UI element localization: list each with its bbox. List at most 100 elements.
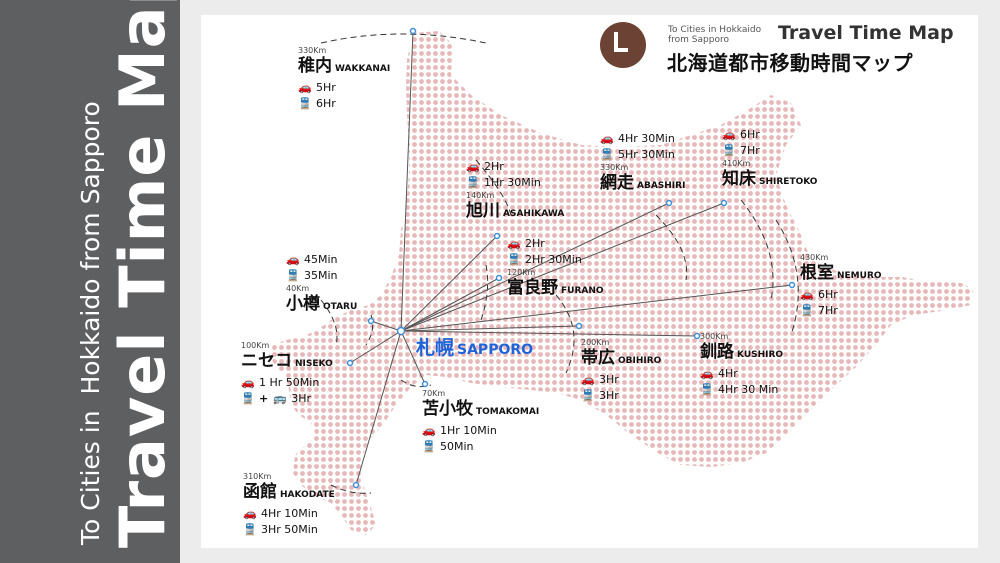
- car-time-row: 🚗4Hr: [700, 366, 783, 382]
- city-name-jp: ニセコ: [241, 351, 292, 371]
- car-time-row: 🚗 4Hr 10Min: [243, 506, 335, 522]
- city-name-jp: 根室: [800, 263, 834, 283]
- header-title-jp: 北海道都市移動時間マップ: [667, 51, 913, 75]
- marker-asahikawa[interactable]: [493, 232, 501, 240]
- car-time-row: 🚗45Min: [286, 252, 357, 268]
- marker-hakodate[interactable]: [352, 481, 360, 489]
- marker-sapporo[interactable]: [396, 326, 406, 336]
- city-name-jp: 稚内: [298, 56, 332, 76]
- train-time-row: 🚆3Hr 50Min: [243, 522, 335, 538]
- train-time-row: 🚆50Min: [422, 439, 539, 455]
- distance-label: 300Km: [700, 332, 729, 341]
- train-time: 2Hr 30Min: [525, 253, 582, 266]
- train-time-row: 🚆+🚌3Hr: [241, 391, 333, 407]
- car-icon: 🚗: [422, 424, 436, 437]
- car-time-row: 🚗 3Hr: [581, 372, 661, 388]
- train-icon: 🚆: [722, 144, 736, 157]
- city-name-jp: 旭川: [466, 201, 500, 221]
- train-time: 50Min: [440, 440, 474, 453]
- marker-tomakomai[interactable]: [421, 380, 429, 388]
- train-time-row: 🚆3Hr: [581, 388, 661, 404]
- marker-nemuro[interactable]: [788, 281, 796, 289]
- distance-label: 70Km: [422, 389, 446, 398]
- car-time: 1 Hr 50Min: [259, 376, 320, 389]
- city-name-jp: 函館: [243, 482, 277, 502]
- route-lines: [349, 30, 793, 486]
- train-time-row: 🚆7Hr: [722, 143, 817, 159]
- train-time: 7Hr: [818, 304, 838, 317]
- sidebar-subtitle: To Cities in Hokkaido from Sapporo: [76, 101, 105, 545]
- city-name-jp: 小樽: [286, 294, 320, 314]
- distance-label: 410Km: [722, 159, 751, 168]
- marker-obihiro[interactable]: [575, 322, 583, 330]
- distance-label: 100Km: [241, 341, 270, 350]
- distance-label: 430Km: [800, 253, 829, 262]
- car-icon: 🚗: [243, 507, 257, 520]
- car-icon: 🚗: [581, 373, 595, 386]
- car-icon: 🚗: [507, 237, 521, 250]
- marker-shiretoko[interactable]: [720, 199, 728, 207]
- car-time: 3Hr: [599, 373, 619, 386]
- marker-furano[interactable]: [495, 274, 503, 282]
- city-name-en: NISEKO: [295, 359, 333, 369]
- clock-icon: [600, 22, 646, 68]
- city-name-jp: 釧路: [700, 342, 734, 362]
- city-name-jp: 富良野: [507, 278, 558, 298]
- sidebar-subtitle-part2: Hokkaido from Sapporo: [76, 101, 105, 395]
- train-time: 3Hr: [291, 392, 312, 405]
- distance-arcs: [320, 33, 799, 494]
- train-time-row: 🚆7Hr: [800, 303, 882, 319]
- car-time: 6Hr: [818, 288, 838, 301]
- distance-label: 120Km: [507, 268, 536, 277]
- train-time-row: 🚆5Hr 30Min: [600, 147, 685, 163]
- car-time-row: 🚗1Hr 10Min: [422, 423, 539, 439]
- marker-otaru[interactable]: [367, 317, 375, 325]
- train-icon: 🚆: [700, 383, 714, 396]
- train-time: 3Hr: [599, 389, 619, 402]
- car-icon: 🚗: [600, 132, 614, 145]
- origin-name-jp: 札幌: [416, 337, 455, 359]
- car-time: 6Hr: [740, 128, 760, 141]
- car-time-row: 🚗 2Hr: [507, 236, 604, 252]
- marker-niseko[interactable]: [346, 359, 354, 367]
- marker-kushiro[interactable]: [693, 332, 701, 340]
- header-subtitle: To Cities in Hokkaido from Sapporo: [668, 25, 761, 45]
- distance-label: 140Km: [466, 191, 495, 200]
- origin-name-en: SAPPORO: [457, 342, 534, 358]
- car-icon: 🚗: [466, 160, 480, 173]
- city-name-en: ABASHIRI: [637, 181, 686, 191]
- car-time: 4Hr 10Min: [261, 507, 318, 520]
- plus-icon: +: [259, 392, 269, 405]
- marker-wakkanai[interactable]: [409, 27, 417, 35]
- train-icon: 🚆: [600, 148, 614, 161]
- distance-label: 330Km: [600, 163, 629, 172]
- train-icon: 🚆: [241, 392, 255, 405]
- city-name-en: SHIRETOKO: [759, 177, 818, 187]
- city-name-en: WAKKANAI: [335, 64, 391, 74]
- train-time-row: 🚆4Hr 30 Min: [700, 382, 783, 398]
- marker-abashiri[interactable]: [665, 199, 673, 207]
- train-time: 35Min: [304, 269, 338, 282]
- sidebar-title: Travel Time Map: [106, 0, 179, 548]
- city-markers: [346, 27, 796, 489]
- car-time: 2Hr: [525, 237, 545, 250]
- city-name-jp: 知床: [722, 169, 756, 189]
